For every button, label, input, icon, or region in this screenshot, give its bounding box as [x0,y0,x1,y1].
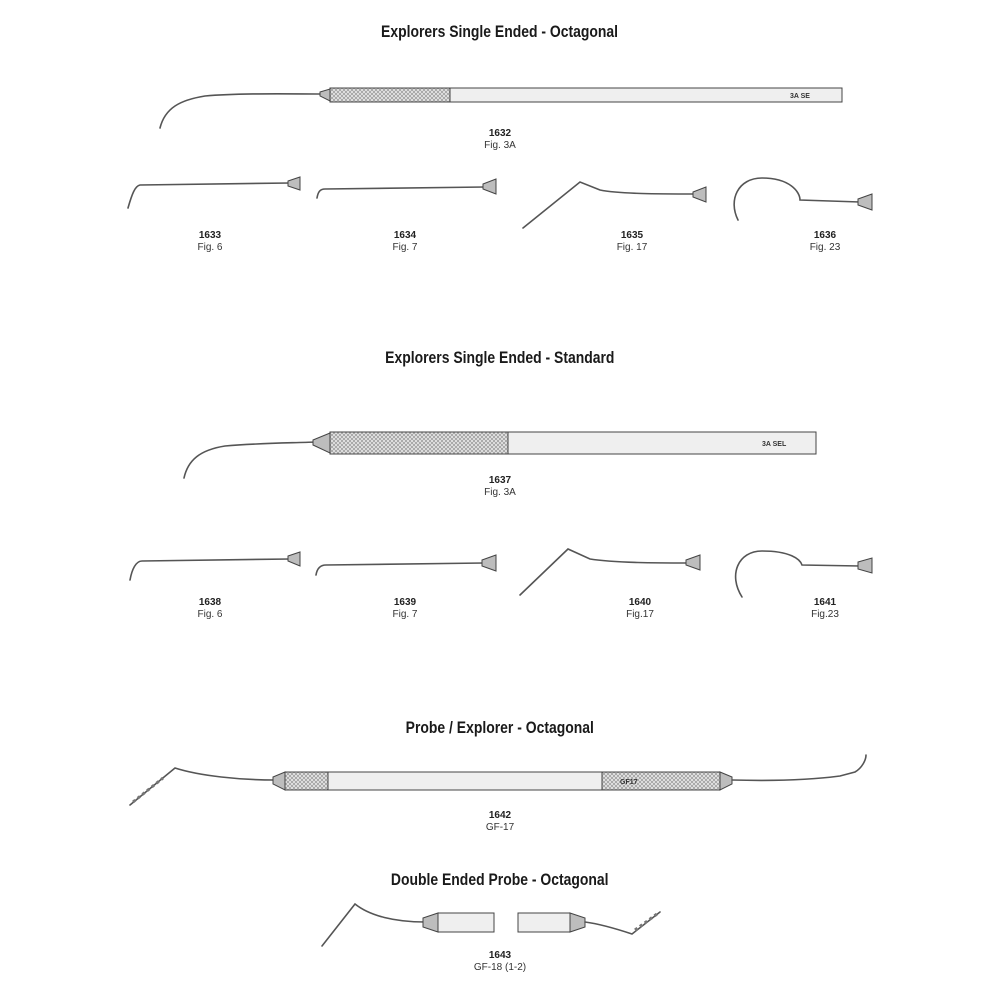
instrument-1643-illustration [321,902,661,947]
section-heading-octagonal: Explorers Single Ended - Octagonal [381,22,619,41]
instrument-row-1-illustrations [127,176,873,229]
handle-marking-1642: GF17 [620,779,638,786]
instrument-1642-illustration: GF17 [129,754,867,806]
handle-marking-1632: 3A SE [790,93,810,100]
handle-marking-1637: 3A SEL [762,441,787,448]
section-heading-double-ended-probe: Double Ended Probe - Octagonal [391,870,609,889]
section-heading-standard: Explorers Single Ended - Standard [385,348,615,367]
section-heading-probe-explorer: Probe / Explorer - Octagonal [405,718,595,737]
instrument-1632-illustration: 3A SE [159,87,843,129]
instrument-1637-illustration: 3A SEL [183,431,817,479]
instrument-row-2-illustrations [129,548,873,598]
